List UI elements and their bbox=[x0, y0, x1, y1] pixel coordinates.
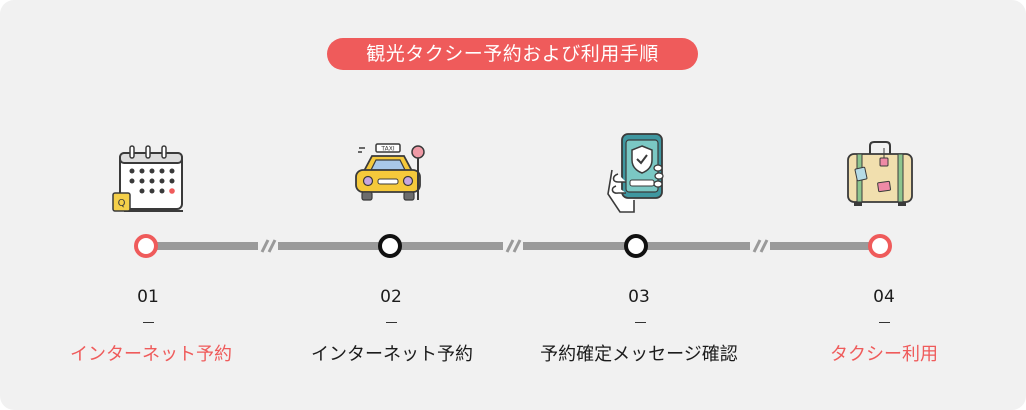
step-4-label: タクシー利用 bbox=[830, 344, 938, 365]
step-2-marker bbox=[378, 234, 402, 258]
step-2-label: インターネット予約 bbox=[311, 344, 473, 365]
step-2-number: 02 bbox=[380, 287, 402, 307]
step-4-number: 04 bbox=[873, 287, 895, 307]
step-3-divider bbox=[635, 322, 646, 323]
phone-check-icon bbox=[607, 133, 664, 213]
step-1-marker bbox=[134, 234, 158, 258]
page-title: 観光タクシー予約および利用手順 bbox=[327, 38, 698, 70]
taxi-sign-text: TAXI bbox=[380, 146, 394, 153]
step-3-label: 予約確定メッセージ確認 bbox=[540, 344, 738, 365]
taxi-icon: TAXI bbox=[355, 143, 425, 201]
calendar-icon: Q bbox=[112, 145, 183, 212]
step-1-number: 01 bbox=[137, 287, 159, 307]
step-1-divider bbox=[143, 322, 154, 323]
step-4-divider bbox=[879, 322, 890, 323]
step-3-number: 03 bbox=[628, 287, 650, 307]
timeline-break-2 bbox=[503, 239, 523, 253]
step-4-marker bbox=[868, 234, 892, 258]
step-1-label: インターネット予約 bbox=[70, 344, 232, 365]
step-3-marker bbox=[624, 234, 648, 258]
timeline-break-1 bbox=[258, 239, 278, 253]
suitcase-icon bbox=[847, 141, 913, 206]
calendar-tag-text: Q bbox=[118, 198, 126, 209]
timeline-break-3 bbox=[750, 239, 770, 253]
step-2-divider bbox=[386, 322, 397, 323]
